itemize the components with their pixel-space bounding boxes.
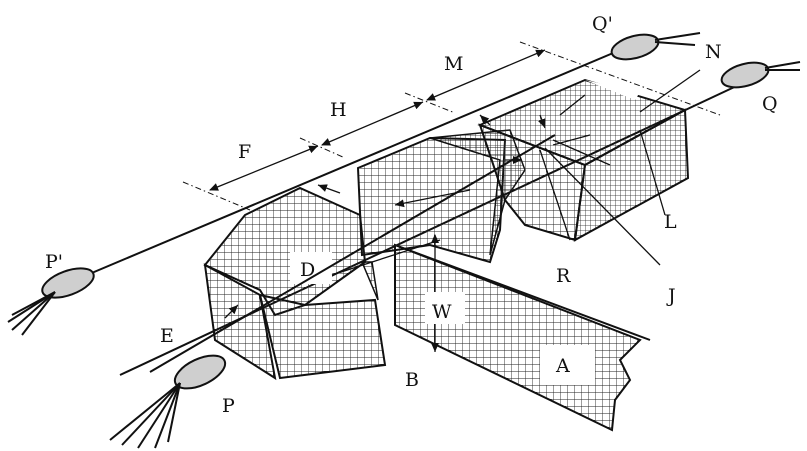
float-Q-prime: [610, 32, 701, 61]
label-box-W: [425, 292, 465, 324]
label-Q: Q: [762, 93, 778, 115]
label-A: A: [555, 355, 570, 377]
label-N: N: [705, 41, 722, 63]
dimension-F-arrow: [209, 145, 319, 191]
label-leaders: [559, 69, 701, 216]
label-H: H: [330, 99, 347, 121]
float-P: [109, 354, 227, 449]
flow-arrows: [224, 114, 546, 319]
float-P-prime: [7, 267, 95, 336]
dimension-H-arrow: [321, 101, 424, 146]
label-J: J: [666, 285, 676, 307]
label-P-prime: P': [45, 251, 63, 273]
dimension-M-arrow: [426, 49, 546, 101]
label-F: F: [238, 141, 251, 163]
dimension-lines: [182, 41, 721, 211]
label-Q-prime: Q': [592, 13, 613, 35]
center-ropes: [149, 134, 661, 373]
playground-net: [203, 186, 387, 381]
label-box-A: [540, 345, 595, 385]
label-L: L: [664, 211, 677, 233]
label-W: W: [432, 301, 452, 323]
labels: Q' N Q M H F L P' D R J W E A B P: [45, 13, 778, 417]
leader-net-A: [394, 243, 651, 432]
label-P: P: [222, 395, 235, 417]
float-Q: [720, 61, 801, 89]
label-B: B: [405, 369, 419, 391]
label-R: R: [556, 265, 571, 287]
label-E: E: [160, 325, 174, 347]
label-D: D: [300, 259, 315, 281]
label-M: M: [444, 53, 463, 75]
